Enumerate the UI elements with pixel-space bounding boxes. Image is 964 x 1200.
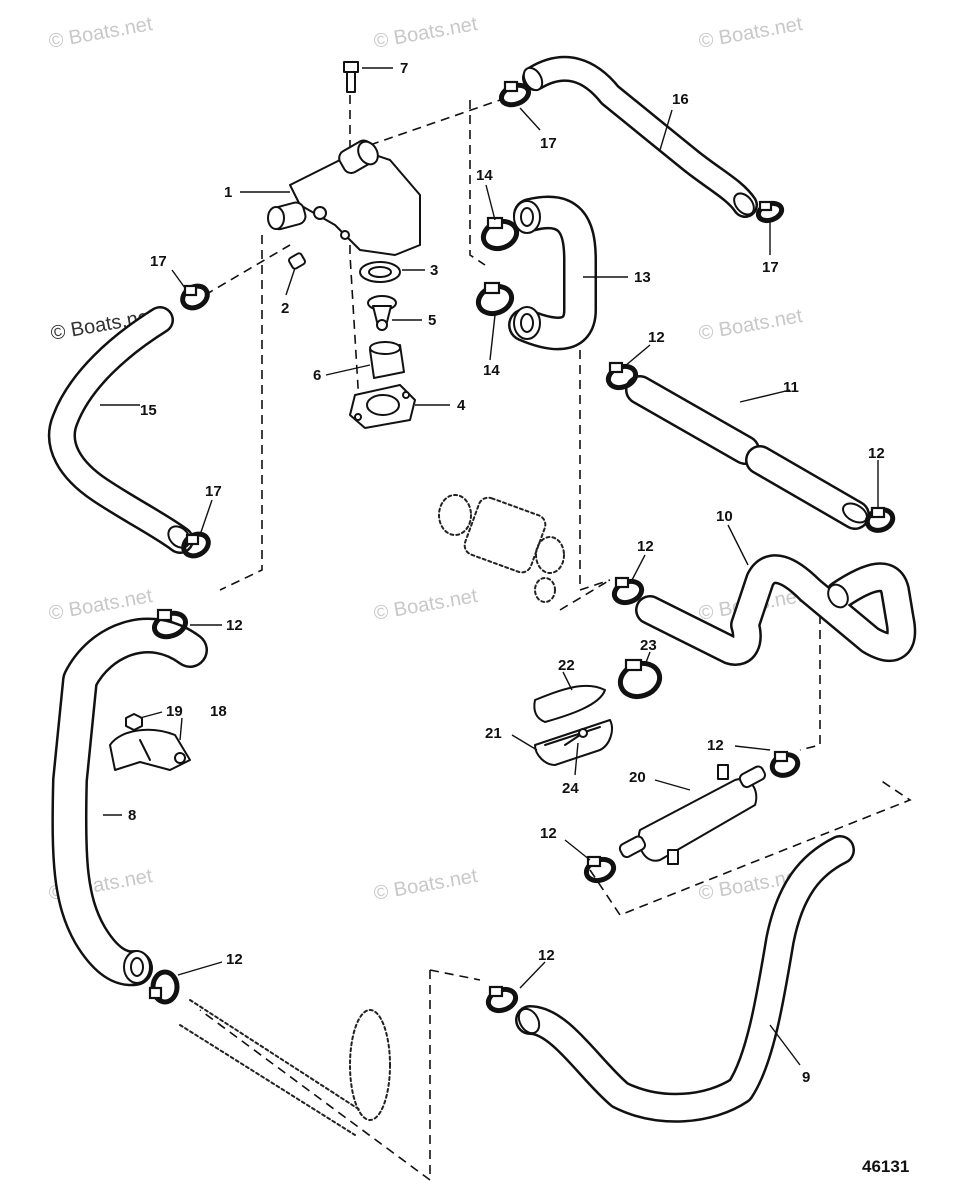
callout-22: 22 [558,657,575,674]
hose-clamp-12[interactable] [583,855,617,884]
watermark: © Boats.net [372,865,479,905]
callout-4: 4 [457,397,466,414]
clamps [148,80,896,1014]
gasket-4[interactable] [349,384,416,429]
dash-housing-to-hose-13 [469,100,486,266]
dash-housing-to-clamp-17 [369,99,501,146]
cooler-20[interactable] [618,764,767,865]
callout-17: 17 [540,135,557,152]
hose-clamp-12[interactable] [485,985,519,1014]
callout-24: 24 [562,780,579,797]
callout-labels: 7 1 2 3 5 6 4 16 17 17 14 13 14 17 15 17… [128,60,885,1086]
callout-12: 12 [538,947,555,964]
dash-pump-to-clamp [559,579,611,611]
thermostat-5[interactable] [367,295,397,331]
callout-18: 18 [210,703,227,720]
hose-9[interactable] [515,835,855,1123]
callout-6: 6 [313,367,321,384]
hose-clamp-12[interactable] [605,361,639,391]
hose-10[interactable] [635,554,917,666]
callout-17: 17 [762,259,779,276]
hose-16[interactable] [520,56,758,219]
callout-12: 12 [637,538,654,555]
bracket-18[interactable] [109,728,191,771]
callout-19: 19 [166,703,183,720]
hose-clamp-17-top[interactable] [498,80,532,108]
dash-hose-11-to-pump [579,350,611,592]
callout-2: 2 [281,300,289,317]
hose-clamp-12[interactable] [148,969,180,1005]
dash-lower-hose-box-top [429,969,481,981]
callout-8: 8 [128,807,136,824]
watermark: © Boats.net [47,13,154,53]
hose-clamp-17-left[interactable] [179,282,212,312]
hose-8[interactable] [51,617,208,987]
callout-14: 14 [476,167,493,184]
hose-clamp-12[interactable] [151,608,189,641]
callout-17: 17 [205,483,222,500]
bracket-21[interactable] [534,719,613,766]
dash-cooler-box [589,779,912,916]
hose-clamp-17-lower[interactable] [180,530,213,560]
callout-12: 12 [648,329,665,346]
water-pump-reference [438,494,565,603]
callout-9: 9 [802,1069,810,1086]
dash-clamp-17-to-housing [204,244,291,296]
pad-22[interactable] [533,684,606,723]
callout-21: 21 [485,725,502,742]
sleeve-6[interactable] [369,341,405,379]
callout-17: 17 [150,253,167,270]
hose-clamp-12[interactable] [611,576,645,606]
watermark: © Boats.net [372,13,479,53]
screw-24[interactable] [564,728,588,746]
hose-clamp-14-lower[interactable] [475,281,516,318]
callout-14: 14 [483,362,500,379]
leader-lines [100,67,879,1066]
hose-clamp-12[interactable] [769,750,801,779]
callout-15: 15 [140,402,157,419]
hose-clamp-23[interactable] [616,658,665,702]
callout-5: 5 [428,312,436,329]
callout-20: 20 [629,769,646,786]
callout-11: 11 [783,379,799,396]
figure-number: 46131 [862,1157,909,1176]
watermark: © Boats.net [697,305,804,345]
callout-3: 3 [430,262,438,279]
callout-10: 10 [716,508,733,525]
callout-23: 23 [640,637,657,654]
hose-13[interactable] [508,195,597,351]
callout-7: 7 [400,60,408,77]
callout-16: 16 [672,91,689,108]
hose-15[interactable] [47,306,194,554]
bolt-7[interactable] [343,61,359,93]
dash-housing-to-hose-8 [219,235,263,591]
watermark: © Boats.net [697,13,804,53]
thermostat-housing[interactable] [267,138,421,256]
dash-hose-10-to-clamp [799,600,821,751]
callout-1: 1 [224,184,232,201]
callout-12: 12 [226,951,243,968]
dash-lower-hose-box [199,970,431,1182]
reference-hose-lower [179,999,391,1136]
callout-12: 12 [226,617,243,634]
hose-11[interactable] [625,375,870,530]
callout-12: 12 [868,445,885,462]
nut-19[interactable] [125,713,143,731]
callout-12: 12 [540,825,557,842]
hose-clamp-17-right[interactable] [755,200,785,224]
callout-13: 13 [634,269,651,286]
watermark: © Boats.net [372,585,479,625]
callout-12: 12 [707,737,724,754]
plug-2[interactable] [288,252,306,270]
gasket-3[interactable] [359,261,401,283]
